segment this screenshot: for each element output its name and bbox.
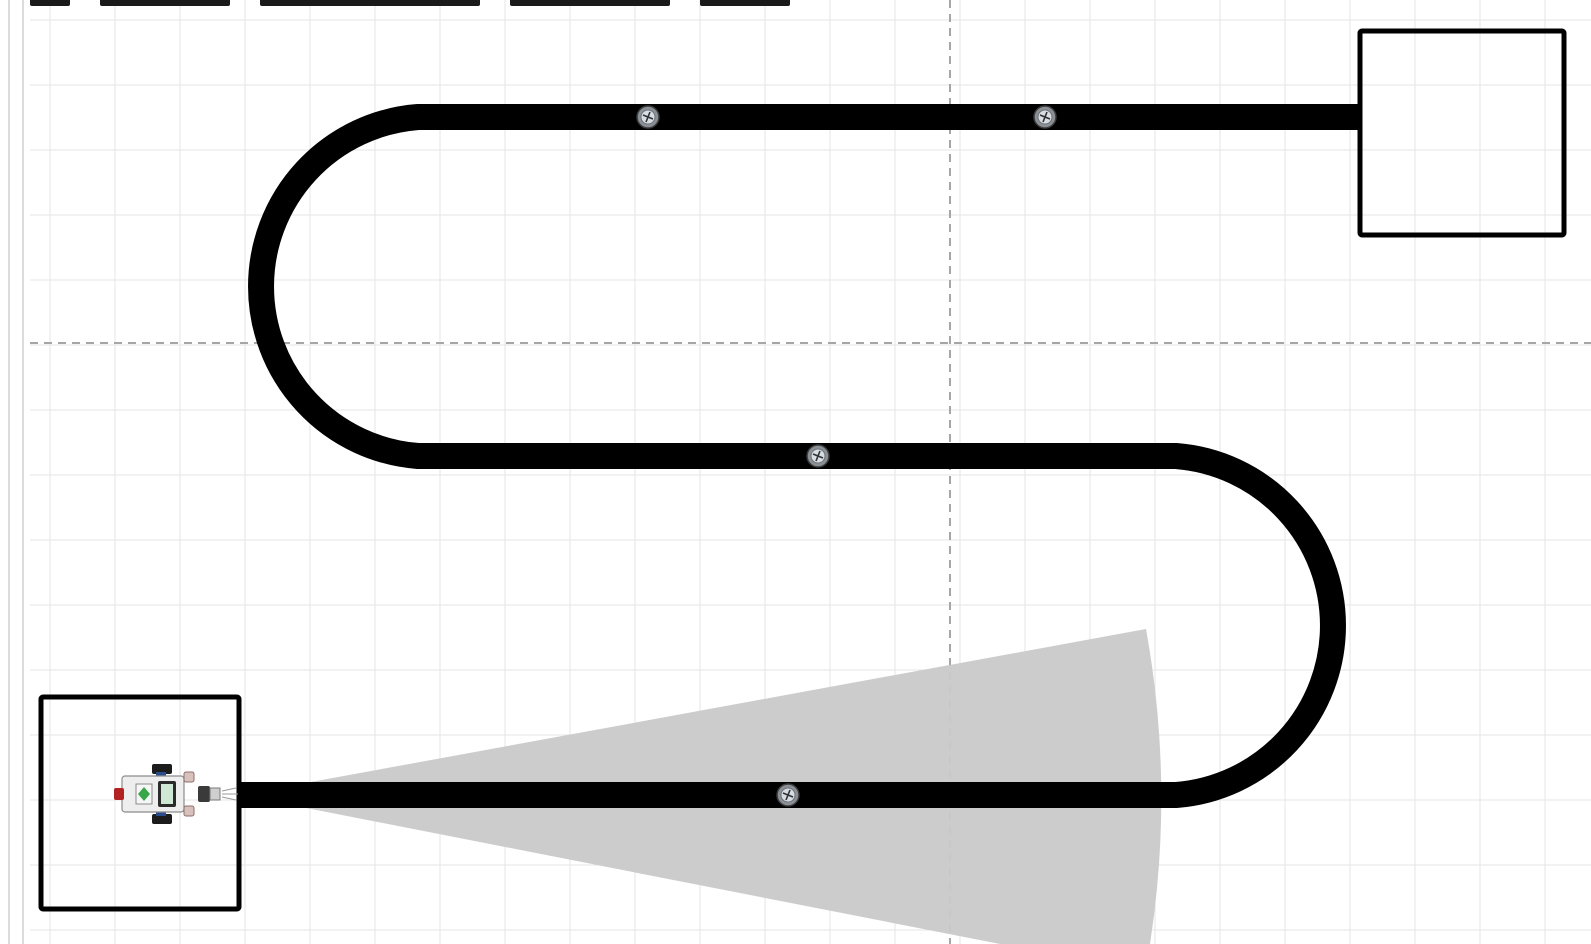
finish-zone[interactable] xyxy=(1360,31,1564,235)
toolbar-fragment xyxy=(700,0,790,6)
robot-caster xyxy=(114,788,124,800)
toolbar-fragment xyxy=(260,0,480,6)
ev3-robot-icon[interactable] xyxy=(114,764,238,824)
robot-front-sensor xyxy=(198,786,210,802)
screw-head-icon[interactable] xyxy=(807,445,829,467)
screw-head-icon[interactable] xyxy=(777,784,799,806)
toolbar-fragment xyxy=(510,0,670,6)
screw-head-icon[interactable] xyxy=(637,106,659,128)
toolbar-fragment xyxy=(100,0,230,6)
toolbar-fragment xyxy=(30,0,70,6)
screw-head-icon[interactable] xyxy=(1034,106,1056,128)
top-toolbar-strip xyxy=(30,0,1591,10)
robot-screen xyxy=(161,784,173,804)
